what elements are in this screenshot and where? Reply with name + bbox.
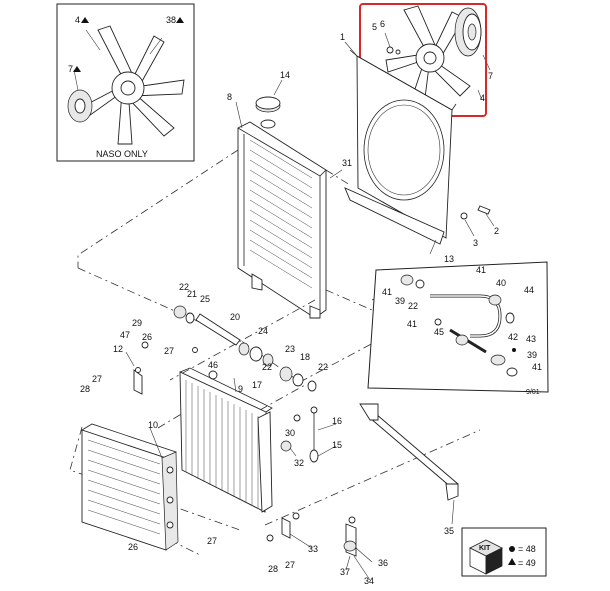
bracket xyxy=(133,369,143,395)
callout-27: 27 xyxy=(164,346,174,356)
inset-caption: NASO ONLY xyxy=(96,149,148,159)
callout-39: 39 xyxy=(395,296,405,306)
condenser-grille xyxy=(87,439,161,535)
callout-15: 15 xyxy=(332,440,342,450)
callout-28: 28 xyxy=(80,384,90,394)
callout-32: 32 xyxy=(294,458,304,468)
callout-29: 29 xyxy=(132,318,142,328)
washer-icon xyxy=(395,49,401,55)
callout-34: 34 xyxy=(364,576,374,586)
radiator xyxy=(237,119,327,319)
callout-22: 22 xyxy=(179,282,189,292)
shroud-seal-strip xyxy=(344,187,445,245)
radiator-cap xyxy=(255,79,283,113)
callout-17: 17 xyxy=(252,380,262,390)
callout-22: 22 xyxy=(318,362,328,372)
inset-naso-fan: 4 38 7 NASO ONLY xyxy=(56,3,195,162)
callout-27: 27 xyxy=(207,536,217,546)
callout-10: 10 xyxy=(148,420,158,430)
callout-21: 21 xyxy=(187,289,197,299)
inset-hub xyxy=(67,89,93,123)
callout-41: 41 xyxy=(382,287,392,297)
triangle-icon xyxy=(508,558,516,565)
callout-13: 13 xyxy=(444,254,454,264)
coolant-pipes xyxy=(133,305,317,395)
bolt-icon xyxy=(386,46,394,54)
inset-label-38: 38 xyxy=(166,15,176,25)
triangle-icon xyxy=(81,17,89,23)
callout-44: 44 xyxy=(524,285,534,295)
callout-26: 26 xyxy=(142,332,152,342)
callout-42: 42 xyxy=(508,332,518,342)
callout-47: 47 xyxy=(120,330,130,340)
callout-35: 35 xyxy=(444,526,454,536)
condenser xyxy=(81,423,179,551)
callout-14: 14 xyxy=(280,70,290,80)
callout-9: 9 xyxy=(238,384,243,394)
leader-lines xyxy=(125,101,455,581)
callout-18: 18 xyxy=(300,352,310,362)
shroud-bolts xyxy=(460,205,495,237)
fan-shroud xyxy=(344,41,457,245)
fan-highlight-group: 5 6 1 7 4 xyxy=(340,3,493,117)
callout-24: 24 xyxy=(258,326,268,336)
triangle-icon xyxy=(176,17,184,23)
callout-46: 46 xyxy=(208,360,218,370)
callout-3: 3 xyxy=(473,238,478,248)
label-5: 5 xyxy=(372,22,377,32)
callout-22: 22 xyxy=(262,362,272,372)
kit-word: KIT xyxy=(479,545,491,552)
brace-rod xyxy=(359,403,459,501)
oil-cooler-grille xyxy=(185,380,259,509)
label-6: 6 xyxy=(380,19,385,29)
callout-31: 31 xyxy=(342,158,352,168)
callout-25: 25 xyxy=(200,294,210,304)
filler-neck xyxy=(260,119,276,129)
kit-box-icon: KIT xyxy=(469,539,503,575)
callout-27: 27 xyxy=(285,560,295,570)
fan-clutch xyxy=(454,7,482,57)
callout-37: 37 xyxy=(340,567,350,577)
callout-26: 26 xyxy=(128,542,138,552)
inset-fan-blades xyxy=(79,25,185,145)
callout-36: 36 xyxy=(378,558,388,568)
callout-22: 22 xyxy=(408,301,418,311)
dot-icon xyxy=(509,546,515,552)
callout-23: 23 xyxy=(285,344,295,354)
label-4: 4 xyxy=(480,93,485,103)
callout-39: 39 xyxy=(527,350,537,360)
callout-30: 30 xyxy=(285,428,295,438)
callout-33: 33 xyxy=(308,544,318,554)
kit-triangle-value: = 49 xyxy=(518,558,536,568)
inset-label-7: 7 xyxy=(68,64,73,74)
callout-41: 41 xyxy=(532,362,542,372)
callout-41: 41 xyxy=(476,265,486,275)
label-1: 1 xyxy=(340,32,345,42)
callout-43: 43 xyxy=(526,334,536,344)
kit-legend: KIT = 48 = 49 xyxy=(461,527,547,577)
radiator-grille xyxy=(249,139,313,289)
inset-label-4: 4 xyxy=(75,15,80,25)
oil-cooler xyxy=(179,367,273,513)
hose-kit-date-code: 9/01- xyxy=(526,389,543,396)
callout-41: 41 xyxy=(407,319,417,329)
callout-40: 40 xyxy=(496,278,506,288)
callout-2: 2 xyxy=(494,226,499,236)
callout-12: 12 xyxy=(113,344,123,354)
callout-27: 27 xyxy=(92,374,102,384)
triangle-icon xyxy=(73,66,81,72)
callout-20: 20 xyxy=(230,312,240,322)
lower-brackets xyxy=(266,512,357,557)
hose-kit-box xyxy=(367,261,549,393)
callout-16: 16 xyxy=(332,416,342,426)
callout-28: 28 xyxy=(268,564,278,574)
label-7: 7 xyxy=(488,71,493,81)
kit-dot-value: = 48 xyxy=(518,544,536,554)
callout-8: 8 xyxy=(227,92,232,102)
callout-45: 45 xyxy=(434,327,444,337)
